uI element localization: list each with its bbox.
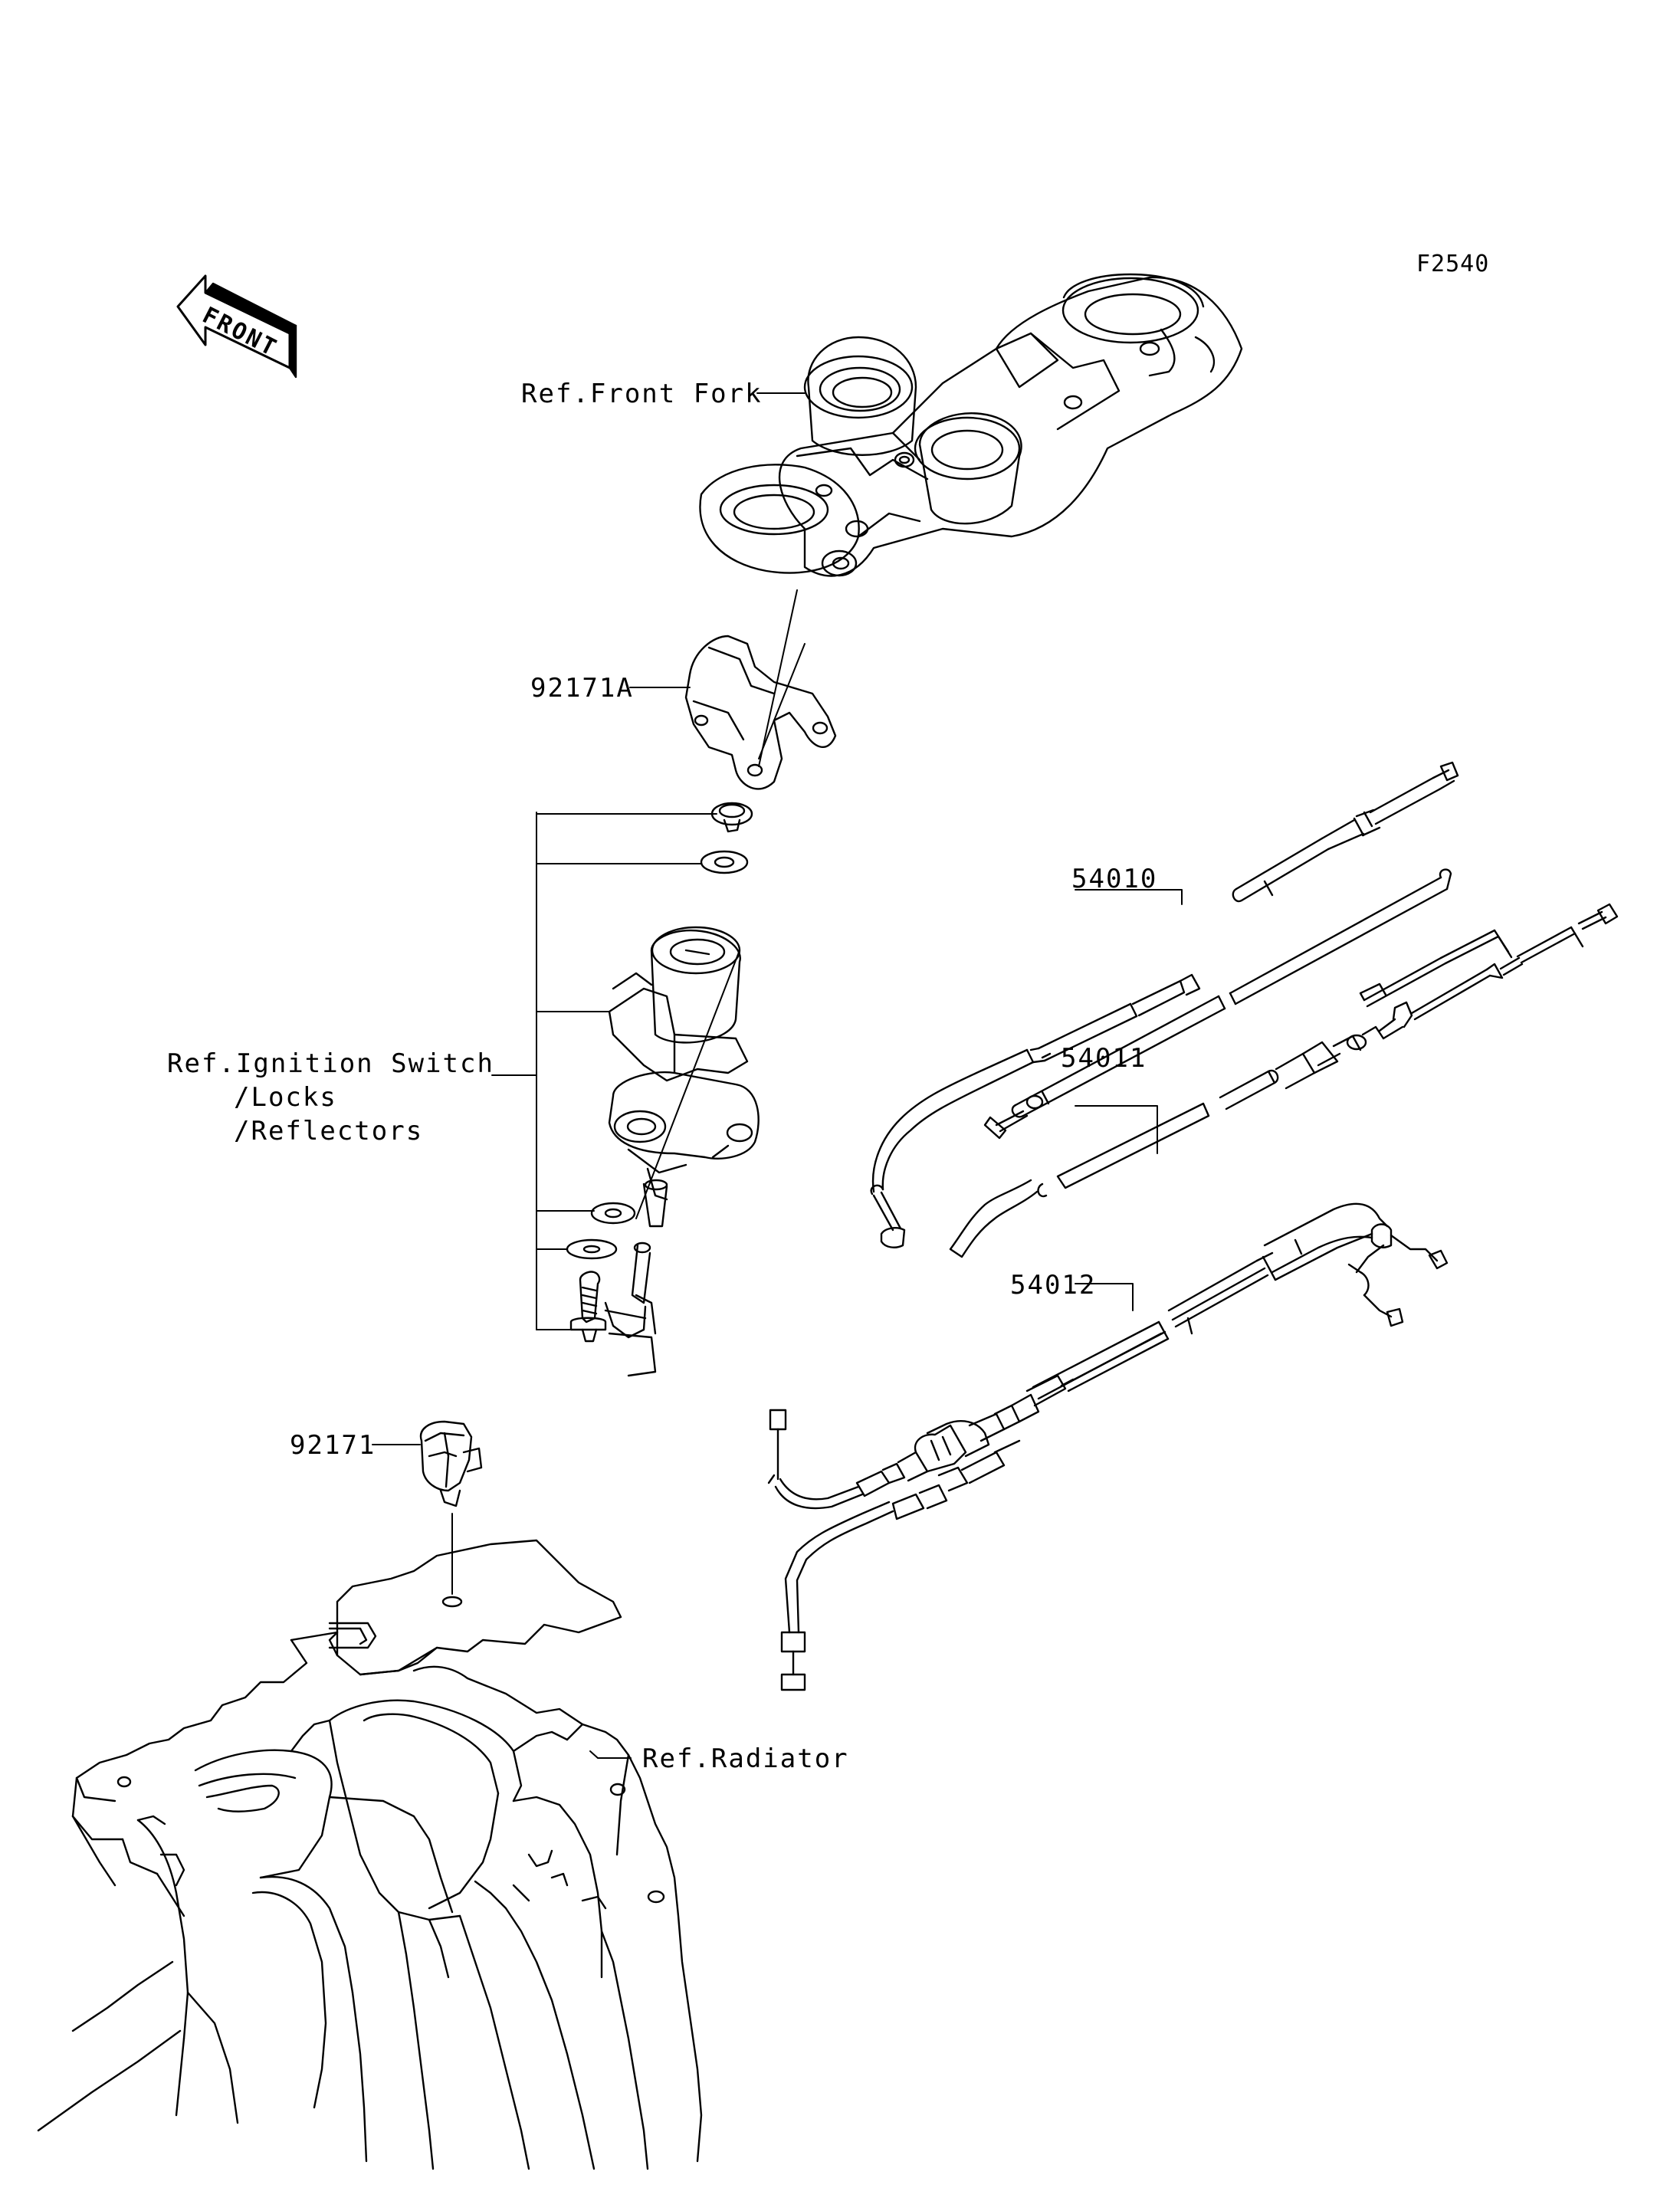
label-part-92171a: 92171A <box>530 673 634 704</box>
label-ref-front-fork: Ref.Front Fork <box>521 379 763 409</box>
radiator-outline <box>38 1540 701 2169</box>
figure-code: F2540 <box>1416 251 1490 277</box>
label-ref-radiator: Ref.Radiator <box>642 1743 849 1774</box>
leader-fork-to-bracket <box>759 590 797 766</box>
ignition-leader-bracket <box>492 812 717 1330</box>
upper-triple-clamp <box>700 274 1242 576</box>
label-part-54011: 54011 <box>1061 1043 1147 1074</box>
front-arrow-icon: FRONT <box>178 276 296 377</box>
clip-92171 <box>421 1422 481 1606</box>
label-part-54010: 54010 <box>1071 864 1158 894</box>
cable-54010 <box>985 763 1458 1138</box>
ignition-switch-assembly <box>567 803 759 1376</box>
label-leaders <box>372 393 1182 1758</box>
label-part-92171: 92171 <box>290 1430 376 1461</box>
label-ignition-locks: /Locks <box>234 1082 337 1113</box>
cable-54011 <box>871 904 1617 1257</box>
label-ref-ignition-switch: Ref.Ignition Switch <box>167 1048 494 1079</box>
cable-54012 <box>769 1204 1447 1690</box>
bracket-92171a <box>686 636 835 789</box>
label-part-54012: 54012 <box>1010 1270 1097 1301</box>
label-ignition-reflectors: /Reflectors <box>234 1116 424 1146</box>
